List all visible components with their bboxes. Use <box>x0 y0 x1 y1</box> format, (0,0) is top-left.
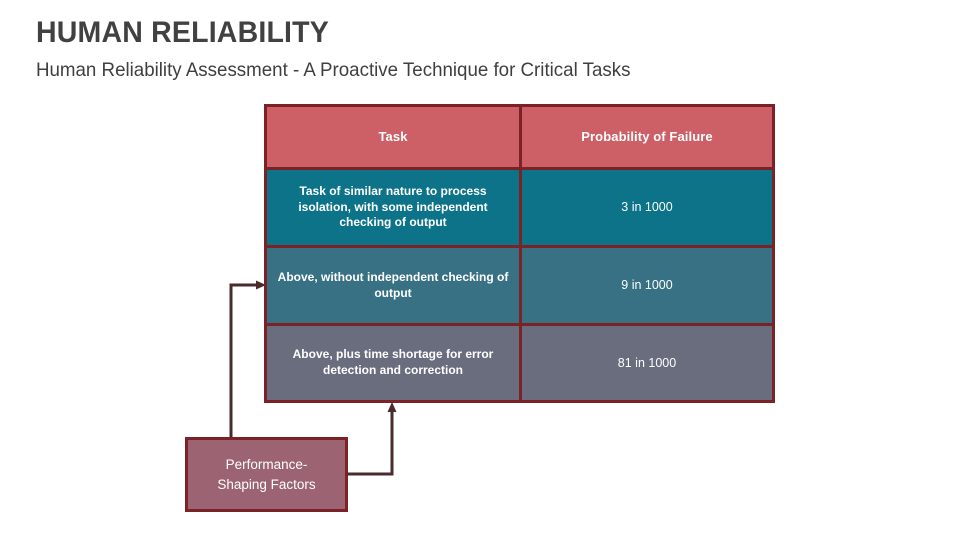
connector-to-row-2 <box>229 280 266 437</box>
cell-probability-3: 81 in 1000 <box>519 326 772 400</box>
callout-text: Performance- Shaping Factors <box>217 455 315 493</box>
column-header-task: Task <box>267 107 519 167</box>
table-row: Above, without independent checking of o… <box>267 245 772 323</box>
callout-line-1: Performance- <box>225 457 308 473</box>
table-row: Task of similar nature to process isolat… <box>267 167 772 245</box>
cell-task-1: Task of similar nature to process isolat… <box>267 170 519 245</box>
table-header-row: Task Probability of Failure <box>267 107 772 167</box>
reliability-table: Task Probability of Failure Task of simi… <box>264 104 775 403</box>
page-subtitle: Human Reliability Assessment - A Proacti… <box>36 59 631 81</box>
cell-probability-1: 3 in 1000 <box>519 170 772 245</box>
page-title: HUMAN RELIABILITY <box>36 16 329 49</box>
connector-to-row-3 <box>348 402 397 476</box>
cell-probability-2: 9 in 1000 <box>519 248 772 323</box>
column-header-probability: Probability of Failure <box>519 107 772 167</box>
cell-task-3: Above, plus time shortage for error dete… <box>267 326 519 400</box>
cell-task-2: Above, without independent checking of o… <box>267 248 519 323</box>
callout-line-2: Shaping Factors <box>217 476 316 492</box>
table-row: Above, plus time shortage for error dete… <box>267 323 772 400</box>
performance-shaping-factors-box: Performance- Shaping Factors <box>185 437 348 512</box>
